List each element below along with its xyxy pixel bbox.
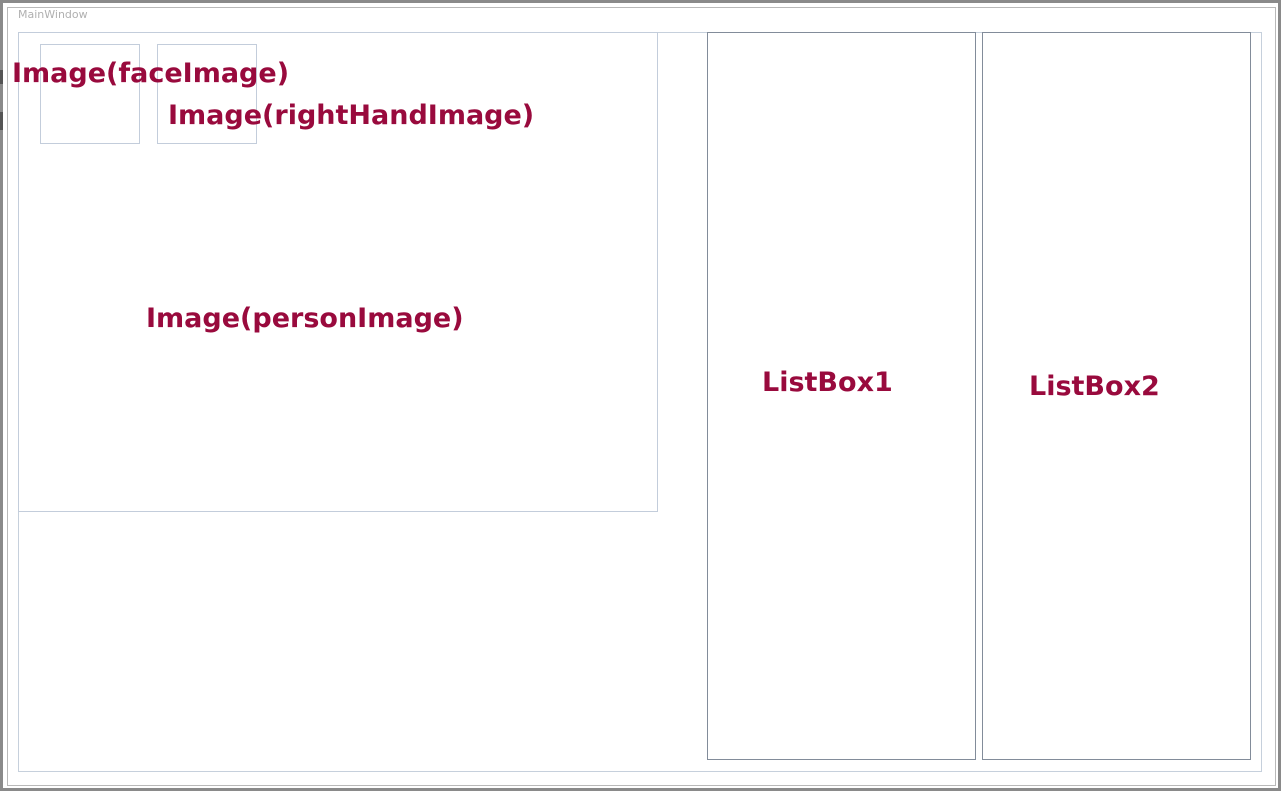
window-inner-border bbox=[7, 7, 1276, 786]
listbox-1[interactable] bbox=[707, 32, 976, 760]
face-image bbox=[40, 44, 140, 144]
person-image bbox=[18, 32, 658, 512]
listbox-2[interactable] bbox=[982, 32, 1251, 760]
left-resize-handle-lower[interactable] bbox=[0, 112, 3, 130]
window-title: MainWindow bbox=[18, 8, 88, 21]
left-resize-handle[interactable] bbox=[0, 70, 3, 84]
right-hand-image bbox=[157, 44, 257, 144]
